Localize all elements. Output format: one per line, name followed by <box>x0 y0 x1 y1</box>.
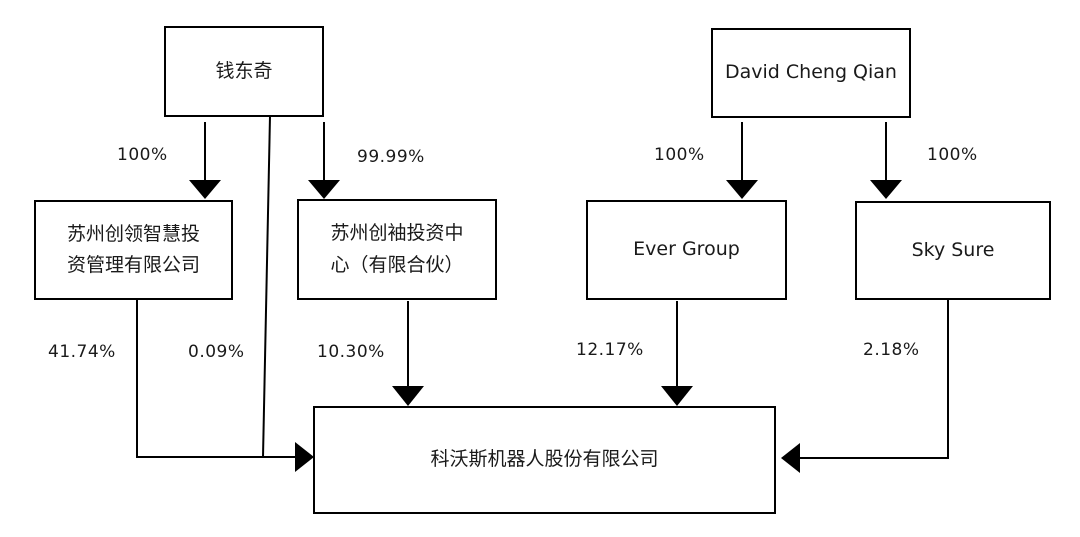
entity-label-line: 心（有限合伙） <box>330 253 464 276</box>
entity-label: 钱东奇 <box>215 59 273 82</box>
arrowhead-ecovacs-from-chuangxiu <box>392 386 424 406</box>
arrowhead-sky-sure <box>870 180 902 199</box>
entity-chuangxiu: 苏州创袖投资中 心（有限合伙） <box>297 199 497 300</box>
entity-label: Sky Sure <box>911 238 995 261</box>
entity-label-line: 资管理有限公司 <box>66 254 200 276</box>
pct-sky-sure-ecovacs: 2.18% <box>863 340 920 360</box>
pct-qian-chuangxiu: 99.99% <box>357 147 425 167</box>
pct-david-sky-sure: 100% <box>927 145 978 165</box>
entity-label-line: 苏州创领智慧投 <box>66 222 200 245</box>
entity-label: 科沃斯机器人股份有限公司 <box>430 448 659 471</box>
pct-chuangling-ecovacs: 41.74% <box>48 342 116 362</box>
entity-qian-dongqi: 钱东奇 <box>164 26 324 117</box>
arrowhead-chuangxiu <box>308 180 340 199</box>
arrowhead-ecovacs-from-ever <box>661 386 693 406</box>
entity-chuangling: 苏州创领智慧投 资管理有限公司 <box>34 200 233 300</box>
connector-chuangling-ecovacs <box>136 300 296 458</box>
entity-label: Ever Group <box>633 238 740 261</box>
entity-label: David Cheng Qian <box>725 61 897 84</box>
entity-label-line: 苏州创袖投资中 <box>330 222 464 245</box>
arrowhead-ever-group <box>726 180 758 199</box>
entity-ever-group: Ever Group <box>586 200 787 300</box>
pct-david-ever-group: 100% <box>654 145 705 165</box>
pct-qian-ecovacs: 0.09% <box>188 342 245 362</box>
pct-qian-chuangling: 100% <box>117 145 168 165</box>
arrowhead-chuangling <box>189 180 221 199</box>
pct-ever-group-ecovacs: 12.17% <box>576 340 644 360</box>
entity-ecovacs: 科沃斯机器人股份有限公司 <box>313 406 776 514</box>
entity-sky-sure: Sky Sure <box>855 201 1051 300</box>
pct-chuangxiu-ecovacs: 10.30% <box>317 342 385 362</box>
arrowhead-ecovacs-from-left <box>295 442 314 472</box>
connector-qian-ecovacs <box>262 115 271 458</box>
connector-sky-ecovacs <box>798 300 949 459</box>
arrowhead-ecovacs-from-right <box>781 443 800 473</box>
entity-david-cheng-qian: David Cheng Qian <box>711 28 911 118</box>
